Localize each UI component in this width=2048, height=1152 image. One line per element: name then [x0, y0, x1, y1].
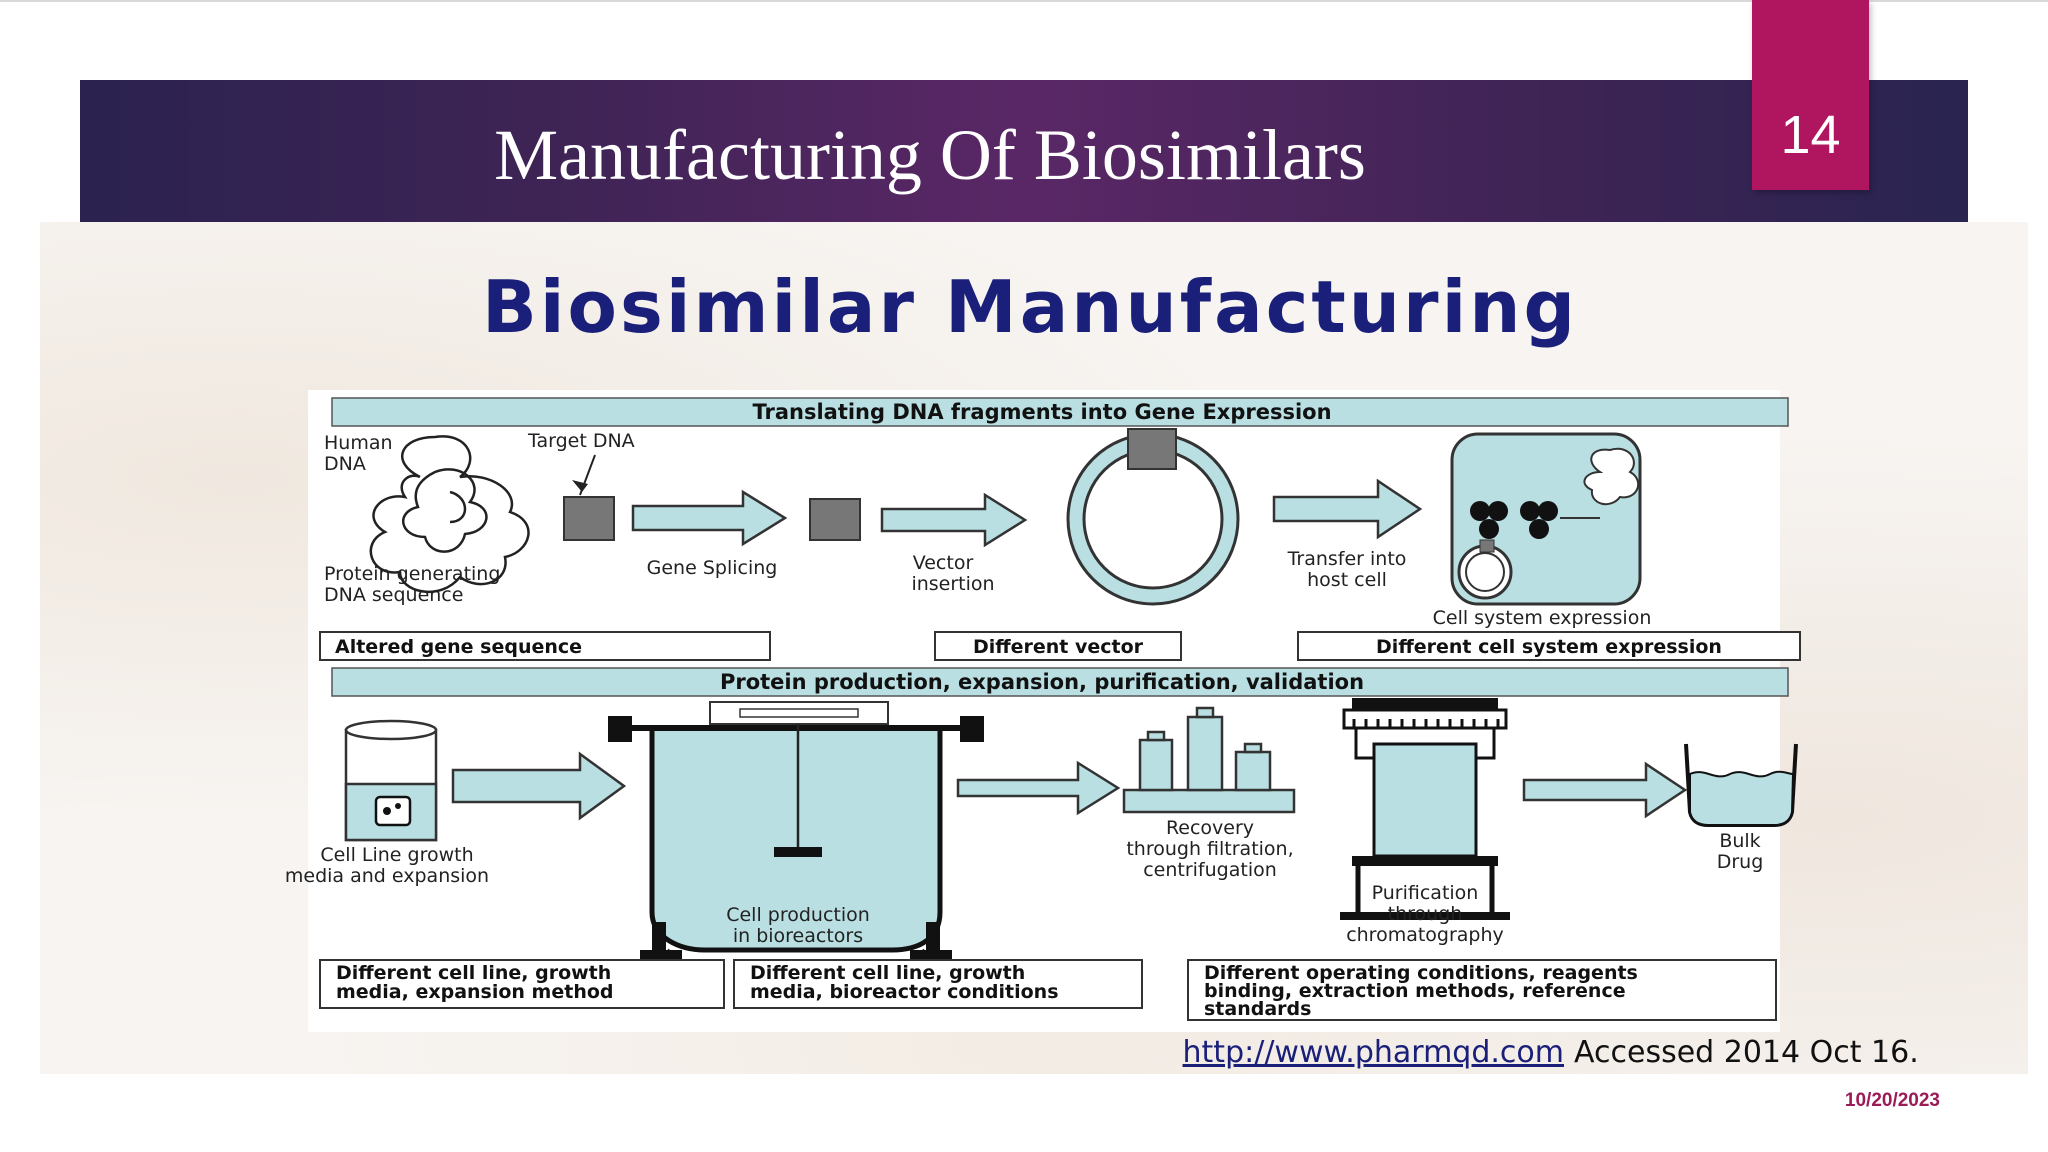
- label-bulk-2: Drug: [1717, 851, 1764, 873]
- label-bioreactor-1: Cell production: [726, 904, 870, 926]
- note-cell-system: Different cell system expression: [1376, 636, 1722, 658]
- dna-cluster-icon: [1583, 447, 1640, 506]
- label-protein-sequence-2: DNA sequence: [324, 584, 463, 606]
- section-2-header: Protein production, expansion, purificat…: [720, 670, 1364, 694]
- target-dna-arrowhead: [572, 480, 588, 492]
- note-cell-line-1: Different cell line, growth: [336, 962, 611, 984]
- label-cell-line-2: media and expansion: [285, 865, 489, 887]
- figure-title: Biosimilar Manufacturing: [482, 265, 1578, 349]
- target-dna-fragment-icon: [563, 496, 615, 541]
- label-vector-1: Vector: [913, 552, 974, 574]
- label-bulk-1: Bulk: [1719, 830, 1760, 852]
- note-bioreactor-2: media, bioreactor conditions: [750, 981, 1059, 1003]
- plasmid-inner: [1082, 448, 1224, 590]
- label-cell-system: Cell system expression: [1433, 607, 1652, 629]
- note-cell-line-2: media, expansion method: [336, 981, 614, 1003]
- small-gene-icon: [1479, 539, 1495, 553]
- embedded-figure: Biosimilar Manufacturing Translating DNA…: [40, 222, 2028, 1074]
- label-recovery-1: Recovery: [1166, 817, 1254, 839]
- label-recovery-3: centrifugation: [1143, 859, 1277, 881]
- label-transfer-1: Transfer into: [1287, 548, 1407, 570]
- section-1-header-bar: [331, 397, 1789, 427]
- note-operating-1: Different operating conditions, reagents: [1204, 962, 1638, 984]
- note-operating-3: standards: [1204, 998, 1311, 1020]
- note-altered: Altered gene sequence: [335, 636, 582, 658]
- arrow-icon: [631, 489, 788, 547]
- source-link[interactable]: http://www.pharmqd.com: [1183, 1035, 1564, 1070]
- label-cell-line-1: Cell Line growth: [320, 844, 473, 866]
- arrow-icon: [956, 760, 1121, 816]
- dna-tangle-icon: [369, 435, 530, 594]
- bioreactor-icon: [608, 701, 984, 984]
- label-recovery-2: through filtration,: [1126, 838, 1293, 860]
- label-bioreactor-2: in bioreactors: [733, 925, 863, 947]
- arrow-icon: [880, 492, 1028, 548]
- note-operating-2: binding, extraction methods, reference: [1204, 980, 1626, 1002]
- label-vector-2: insertion: [911, 573, 994, 595]
- label-human-dna-1: Human: [324, 432, 393, 454]
- inserted-gene-icon: [1127, 428, 1177, 470]
- label-purification-2: through: [1388, 903, 1463, 925]
- title-banner: Manufacturing Of Biosimilars: [80, 80, 1968, 222]
- culture-flask-icon: [344, 719, 438, 842]
- note-box-vector: [934, 631, 1182, 661]
- note-box-altered: [319, 631, 771, 661]
- bulk-drug-beaker-icon: [1684, 743, 1798, 827]
- note-box-bioreactor: [733, 959, 1143, 1009]
- label-protein-sequence-1: Protein generating: [324, 563, 500, 585]
- section-2-header-bar: [331, 667, 1789, 697]
- biosimilar-diagram: Biosimilar Manufacturing Translating DNA…: [285, 265, 1919, 1070]
- note-box-cell-system: [1297, 631, 1801, 661]
- arrow-icon: [451, 751, 627, 821]
- page-number-badge: 14: [1752, 0, 1869, 190]
- top-rule: [0, 0, 2048, 2]
- label-transfer-2: host cell: [1307, 569, 1387, 591]
- arrow-icon: [1272, 478, 1423, 540]
- source-accessed: Accessed 2014 Oct 16.: [1574, 1035, 1919, 1070]
- note-bioreactor-1: Different cell line, growth: [750, 962, 1025, 984]
- small-plasmid-inner: [1465, 552, 1505, 592]
- note-vector: Different vector: [973, 636, 1144, 658]
- label-gene-splicing: Gene Splicing: [647, 557, 778, 579]
- page-number: 14: [1780, 105, 1841, 165]
- slide-date: 10/20/2023: [1844, 1090, 1940, 1111]
- slide-title: Manufacturing Of Biosimilars: [494, 115, 1366, 195]
- note-box-operating: [1187, 959, 1777, 1021]
- note-box-cell-line: [319, 959, 725, 1009]
- chromatography-column-icon: [1340, 698, 1510, 920]
- label-human-dna-2: DNA: [324, 453, 366, 475]
- protein-dots-icon: [1470, 501, 1558, 539]
- gene-fragment-icon: [809, 498, 861, 541]
- arrow-icon: [1522, 761, 1688, 819]
- label-purification-3: chromatography: [1346, 924, 1504, 946]
- label-purification-1: Purification: [1372, 882, 1479, 904]
- label-target-dna: Target DNA: [527, 430, 635, 452]
- section-1-header: Translating DNA fragments into Gene Expr…: [752, 400, 1331, 424]
- recovery-bottles-icon: [1122, 706, 1296, 814]
